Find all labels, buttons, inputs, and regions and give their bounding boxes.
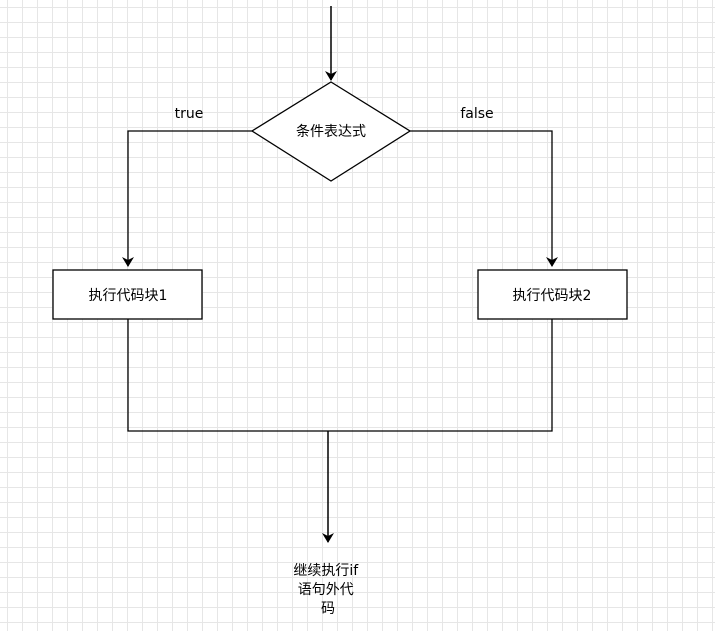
merge-edge[interactable] <box>127 319 553 432</box>
code-block-1[interactable] <box>52 269 203 320</box>
false-branch-label: false <box>460 106 493 122</box>
decision-diamond[interactable] <box>250 81 412 182</box>
code-block-2-label: 执行代码块2 <box>513 288 592 304</box>
continue-label: 继续执行if 语句外代 码 <box>293 562 362 617</box>
decision-label: 条件表达式 <box>296 123 366 140</box>
false-branch-edge[interactable] <box>410 130 558 267</box>
code-block-2[interactable] <box>477 269 628 320</box>
continue-label-line-1: 继续执行if <box>293 562 359 579</box>
continue-label-line-2: 语句外代 <box>298 582 354 598</box>
continue-label-line-3: 码 <box>321 601 335 617</box>
code-block-1-label: 执行代码块1 <box>89 288 168 304</box>
true-branch-label: true <box>175 106 204 122</box>
true-branch-edge[interactable] <box>122 130 252 267</box>
